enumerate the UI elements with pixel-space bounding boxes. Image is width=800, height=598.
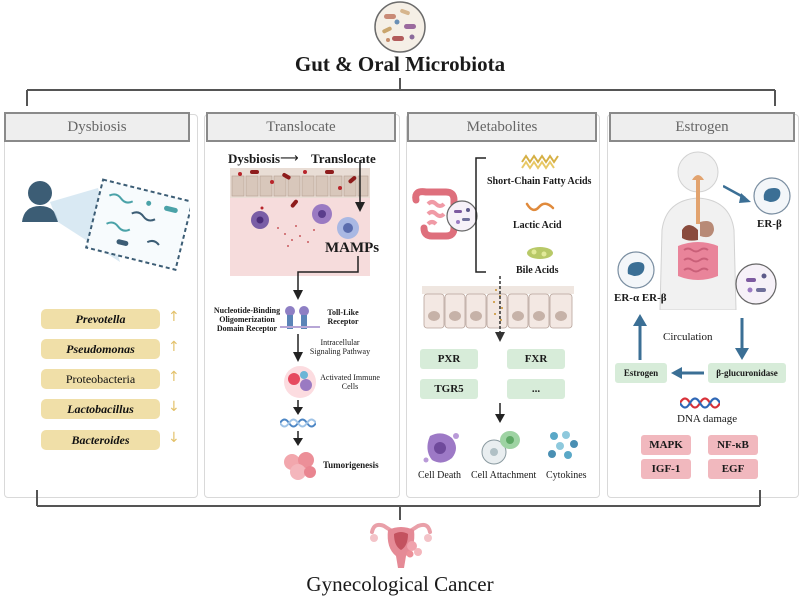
immune-arrow [293, 400, 303, 415]
dysbiosis-header: Dysbiosis [4, 112, 190, 142]
metabolite-down-arrow [495, 276, 505, 342]
receptor-down-arrow [495, 403, 505, 423]
mamps-to-receptor-arrow [293, 256, 359, 300]
top-bracket [26, 78, 776, 106]
cytokines-icon [548, 431, 578, 459]
lactic-acid-label: Lactic Acid [513, 220, 562, 231]
cytokines-label: Cytokines [546, 470, 587, 481]
signaling-pathway-label: Intracellular Signaling Pathway [309, 338, 371, 356]
signaling-arrow [293, 334, 303, 362]
tumorigenesis-label: Tumorigenesis [323, 460, 379, 470]
pathway-mapk: MAPK [641, 435, 691, 455]
pathway-igf1: IGF-1 [641, 459, 691, 479]
receptor-icon [280, 306, 320, 329]
circulation-label: Circulation [663, 331, 713, 343]
estrogen-box: Estrogen [615, 363, 667, 383]
er-beta-label: ER-β [757, 218, 782, 230]
immune-cells-icon [284, 366, 316, 398]
pathway-nfkb: NF-κB [708, 435, 758, 455]
scfa-label: Short-Chain Fatty Acids [487, 176, 592, 187]
epithelium-illustration [422, 286, 574, 329]
er-alpha-beta-label: ER-α ER-β [614, 292, 667, 304]
bile-acids-label: Bile Acids [516, 265, 559, 276]
receptor-pxr: PXR [420, 349, 478, 369]
flow-arrow-icon: ⟶ [280, 151, 299, 166]
main-title: Gut & Oral Microbiota [294, 52, 506, 76]
dna-arrow [293, 431, 303, 446]
microbiota-icon [374, 1, 426, 53]
intestinal-barrier-illustration [230, 168, 370, 276]
cell-death-icon [423, 433, 459, 463]
er-alpha-receptor-icon [617, 251, 655, 289]
activated-immune-label: Activated Immune Cells [320, 373, 380, 391]
colon-magnifier-icon [735, 263, 777, 305]
estrogen-header: Estrogen [609, 112, 795, 142]
intestine-magnifier-illustration [412, 188, 478, 240]
taxon-pill-lactobacillus: Lactobacillus [41, 399, 160, 419]
er-beta-arrow [723, 184, 751, 203]
taxon-pill-proteobacteria: Proteobacteria [41, 369, 160, 389]
decrease-arrow-icon: ↓ [168, 430, 180, 446]
flow-to-label: Translocate [311, 151, 376, 166]
receptor-more: ... [507, 379, 565, 399]
dna-icon [280, 418, 316, 428]
increase-arrow-icon: ↑ [168, 339, 180, 355]
increase-arrow-icon: ↑ [168, 369, 180, 385]
pathway-egf: EGF [708, 459, 758, 479]
human-body-illustration [659, 151, 737, 310]
circulation-down-arrow [735, 318, 749, 360]
scfa-icon [521, 154, 559, 170]
cell-death-label: Cell Death [418, 470, 462, 481]
mamps-label: MAMPs [325, 240, 380, 256]
tlr-label: Toll-Like Receptor [327, 308, 359, 326]
receptor-fxr: FXR [507, 349, 565, 369]
increase-arrow-icon: ↑ [168, 309, 180, 325]
cell-attachment-icon [481, 431, 520, 465]
researcher-microscope-illustration [22, 178, 190, 271]
er-beta-receptor-icon [753, 177, 791, 215]
cell-attachment-label: Cell Attachment [471, 470, 537, 481]
lactic-acid-icon [525, 202, 555, 212]
metabolites-header: Metabolites [407, 112, 597, 142]
translocate-arrow [355, 160, 365, 212]
metabolite-bracket [475, 157, 486, 273]
receptor-tgr5: TGR5 [420, 379, 478, 399]
flow-from-label: Dysbiosis [228, 151, 281, 166]
beta-glucuronidase-box: β-glucuronidase [708, 363, 786, 383]
uterus-tumor-icon [370, 522, 432, 568]
tumor-icon [284, 452, 316, 480]
nod-receptor-label: Nucleotide-Binding Oligomerization Domai… [213, 306, 281, 333]
bile-acids-icon [527, 247, 553, 259]
bottom-bracket [36, 490, 761, 520]
taxon-pill-pseudomonas: Pseudomonas [41, 339, 160, 359]
footer-title: Gynecological Cancer [306, 572, 494, 596]
translocate-header: Translocate [206, 112, 396, 142]
taxon-pill-prevotella: Prevotella [41, 309, 160, 329]
dna-damage-label: DNA damage [677, 413, 738, 425]
enzyme-to-estrogen-arrow [671, 367, 704, 379]
decrease-arrow-icon: ↓ [168, 399, 180, 415]
dna-damage-icon [680, 397, 720, 409]
taxon-pill-bacteroides: Bacteroides [41, 430, 160, 450]
estrogen-up-arrow [633, 314, 647, 360]
